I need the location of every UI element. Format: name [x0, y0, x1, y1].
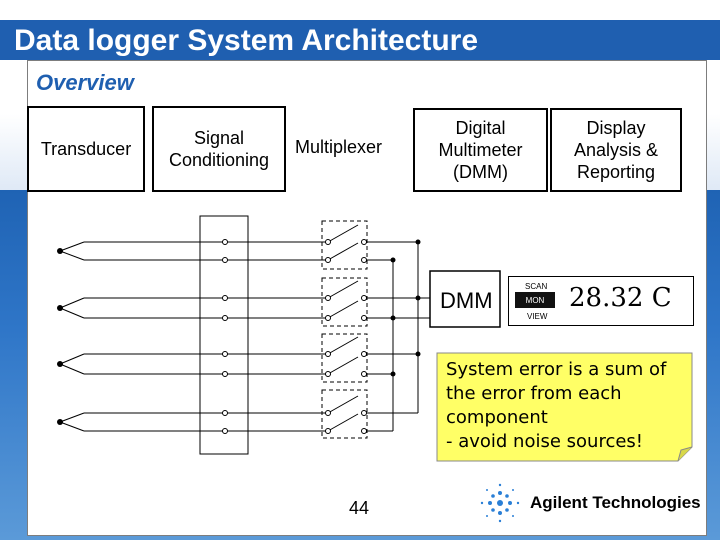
- channel-1-wires: [59, 224, 418, 261]
- signal-conditioning-strip: [199, 215, 249, 455]
- display-block: Display Analysis & Reporting: [550, 108, 682, 192]
- error-note: System error is a sum of the error from …: [446, 359, 667, 452]
- wire-terminals: [57, 239, 421, 425]
- signal-conditioning-block: Signal Conditioning: [152, 106, 286, 192]
- mon-label: MON: [525, 295, 545, 305]
- dmm-block-label: Digital Multimeter (DMM): [438, 118, 523, 182]
- scan-label: SCAN: [525, 282, 548, 291]
- mon-button[interactable]: MON: [515, 292, 555, 308]
- title-bar: [0, 20, 720, 60]
- slide-title: Data logger System Architecture: [14, 24, 479, 57]
- display-block-label: Display Analysis & Reporting: [573, 118, 659, 182]
- temperature-reading: 28.32 C: [569, 283, 672, 313]
- page-number: 44: [349, 498, 370, 518]
- switch-box-1: [321, 220, 368, 270]
- agilent-logo-icon: [480, 483, 520, 523]
- transducer-block: Transducer: [27, 106, 145, 192]
- transducer-label: Transducer: [40, 139, 132, 159]
- dmm-box: [429, 270, 501, 328]
- dmm-block: Digital Multimeter (DMM): [413, 108, 548, 192]
- signal-conditioning-label: Signal Conditioning: [168, 128, 270, 170]
- view-label: VIEW: [527, 312, 548, 321]
- subtitle: Overview: [36, 70, 134, 95]
- note-fold: [677, 446, 693, 462]
- channel-3-wires: [59, 336, 418, 375]
- multiplexer-label: Multiplexer: [295, 137, 383, 157]
- contact-points: [222, 239, 367, 434]
- channel-4-wires: [59, 395, 418, 432]
- switch-box-2: [321, 277, 368, 327]
- dmm-box-label: DMM: [440, 288, 493, 313]
- switch-box-4: [321, 389, 368, 439]
- company-name: Agilent Technologies: [530, 493, 701, 512]
- channel-2-wires: [59, 280, 430, 319]
- switch-box-3: [321, 333, 368, 383]
- instrument-display: SCAN MON VIEW 28.32 C: [508, 276, 694, 326]
